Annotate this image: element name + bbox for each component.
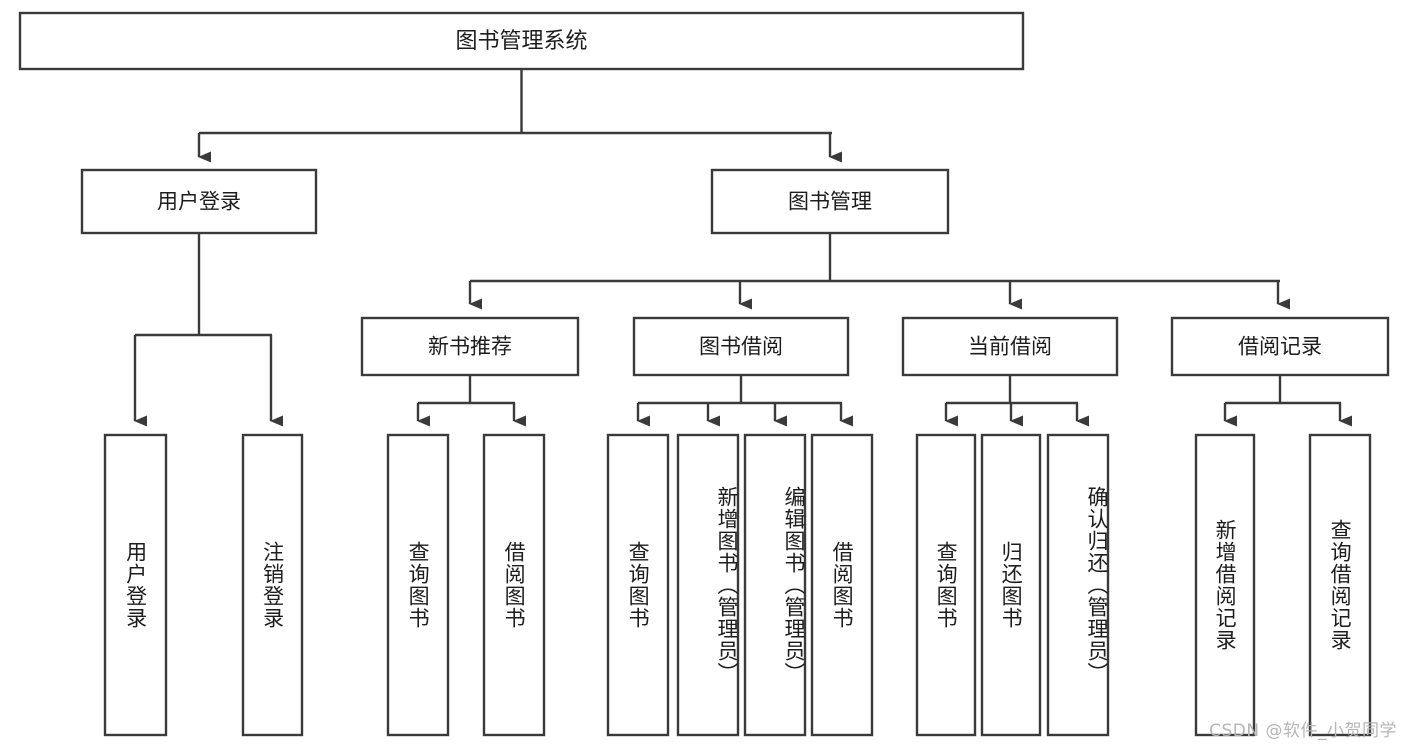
leaf-box-user-login[interactable] <box>103 433 168 737</box>
leaf-box-return-book[interactable] <box>980 433 1042 737</box>
node-user-login[interactable]: 用户登录 <box>80 168 318 235</box>
leaf-box-add-book-admin[interactable] <box>676 433 740 737</box>
leaf-box-confirm-return-admin[interactable] <box>1046 433 1110 737</box>
leaf-box-logout[interactable] <box>241 433 304 737</box>
leaf-box-borrow-book[interactable] <box>810 433 874 737</box>
connector-root-to-level2 <box>197 69 842 163</box>
connector-recommend-to-leaves <box>416 375 526 427</box>
node-root[interactable]: 图书管理系统 <box>18 11 1025 71</box>
connector-borrow-to-leaves <box>636 375 853 427</box>
node-new-book-recommend[interactable]: 新书推荐 <box>360 316 580 377</box>
leaf-box-query-book-current[interactable] <box>915 433 977 737</box>
leaf-box-query-book-recommend[interactable] <box>386 433 450 737</box>
node-borrow-record[interactable]: 借阅记录 <box>1170 316 1390 377</box>
connector-userlogin-to-leaves <box>133 233 283 427</box>
leaf-box-add-borrow-record[interactable] <box>1194 433 1256 737</box>
connector-record-to-leaves <box>1223 375 1352 427</box>
node-book-management-label: 图书管理 <box>788 190 872 214</box>
node-root-label: 图书管理系统 <box>455 29 587 54</box>
node-current-borrow-label: 当前借阅 <box>968 335 1052 359</box>
leaf-box-borrow-book-recommend[interactable] <box>482 433 546 737</box>
leaf-box-edit-book-admin[interactable] <box>743 433 807 737</box>
node-book-borrow-label: 图书借阅 <box>699 335 783 359</box>
node-book-management[interactable]: 图书管理 <box>710 168 950 235</box>
leaf-box-query-book-borrow[interactable] <box>606 433 670 737</box>
node-book-borrow[interactable]: 图书借阅 <box>632 316 850 377</box>
node-new-book-recommend-label: 新书推荐 <box>428 335 512 359</box>
node-current-borrow[interactable]: 当前借阅 <box>901 316 1119 377</box>
connector-bookmgmt-to-level3 <box>468 233 1290 310</box>
node-borrow-record-label: 借阅记录 <box>1238 335 1322 359</box>
leaf-box-query-borrow-record[interactable] <box>1308 433 1372 737</box>
node-user-login-label: 用户登录 <box>157 190 241 214</box>
csdn-watermark: CSDN @软件_小贺同学 <box>1209 721 1397 741</box>
connector-current-to-leaves <box>944 375 1089 427</box>
